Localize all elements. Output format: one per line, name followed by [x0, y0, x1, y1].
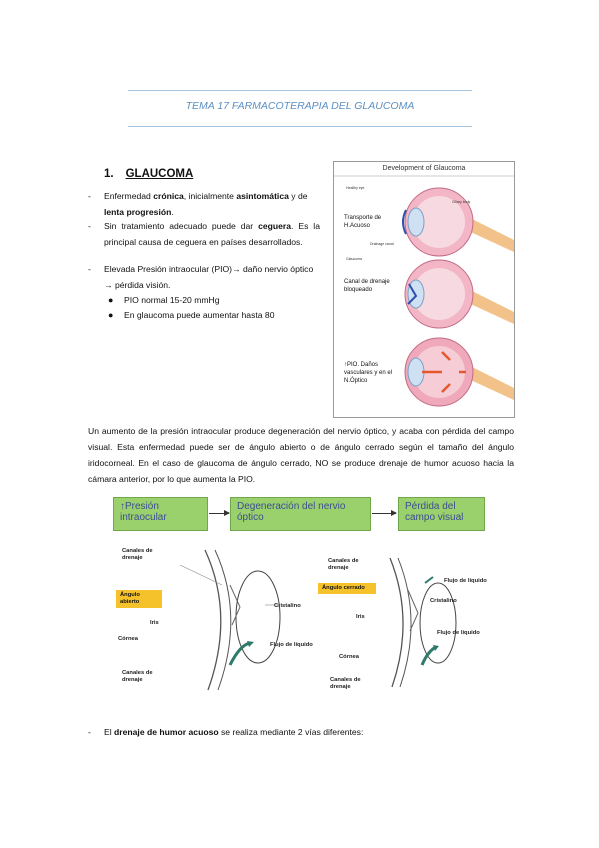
- left-label-cornea: Córnea: [118, 636, 138, 642]
- glaucoma-development-figure: Development of Glaucoma: [333, 161, 515, 418]
- bullet-2: - Sin tratamiento adecuado puede dar ceg…: [88, 221, 320, 247]
- damaged-eye-icon: [404, 337, 514, 407]
- body-paragraph: Un aumento de la presión intraocular pro…: [88, 426, 514, 484]
- page-title: TEMA 17 FARMACOTERAPIA DEL GLAUCOMA: [185, 100, 415, 112]
- bullet-1: - Enfermedad crónica, inicialmente asint…: [88, 191, 308, 217]
- section-number: 1.: [104, 168, 114, 180]
- right-label-angulo-cerrado: Ángulo cerrado: [318, 583, 376, 594]
- closed-angle-diagram: [389, 557, 457, 688]
- right-label-cornea: Córnea: [339, 654, 359, 660]
- left-label-cristalino: Cristalino: [274, 603, 301, 609]
- right-label-canales-bottom: Canales de drenaje: [330, 677, 361, 690]
- flow-box-presion: ↑Presión intraocular: [113, 497, 208, 531]
- right-label-flujo-top: Flujo de líquido: [444, 578, 487, 584]
- bullet-3: - Elevada Presión intraocular (PIO)→ dañ…: [88, 264, 314, 290]
- flow-arrow-1: [209, 510, 230, 516]
- left-label-canales-top: Canales de drenaje: [122, 548, 153, 561]
- flow-box-perdida: Pérdida del campo visual: [398, 497, 485, 531]
- left-label-flujo: Flujo de líquido: [270, 642, 313, 648]
- left-label-iris: Iris: [150, 620, 159, 626]
- open-angle-diagram: [179, 549, 281, 691]
- right-label-canales-top: Canales de drenaje: [328, 558, 359, 571]
- section-heading: 1. GLAUCOMA: [104, 168, 193, 180]
- right-label-iris: Iris: [356, 614, 365, 620]
- flow-box-degeneracion: Degeneración del nervio óptico: [230, 497, 371, 531]
- header-rule-bottom: [128, 126, 472, 127]
- left-label-canales-bottom: Canales de drenaje: [122, 670, 153, 683]
- left-label-angulo-abierto: Ángulo abierto: [116, 590, 162, 608]
- label-transporte: Transporte de H.Acuoso: [344, 215, 382, 229]
- glaucoma-eye-icon: [404, 259, 514, 329]
- right-label-cristalino: Cristalino: [430, 598, 457, 604]
- subbullet-1: ●PIO normal 15-20 mmHg: [108, 295, 220, 305]
- label-pio-danos: ↑PIO. Daños vasculares y en el N.Óptico: [344, 362, 393, 384]
- subbullet-2: ●En glaucoma puede aumentar hasta 80: [108, 310, 275, 320]
- figure-title: Development of Glaucoma: [382, 165, 466, 172]
- bullet-drenaje: - El drenaje de humor acuoso se realiza …: [88, 727, 364, 737]
- right-label-flujo-bottom: Flujo de líquido: [437, 630, 480, 636]
- healthy-eye-icon: [402, 187, 514, 257]
- label-canal-bloqueado: Canal de drenaje bloqueado: [344, 279, 390, 293]
- section-title: GLAUCOMA: [125, 168, 194, 180]
- eye-illustrations: [334, 175, 514, 407]
- flow-arrow-2: [372, 510, 397, 516]
- header-rule-top: [128, 90, 472, 91]
